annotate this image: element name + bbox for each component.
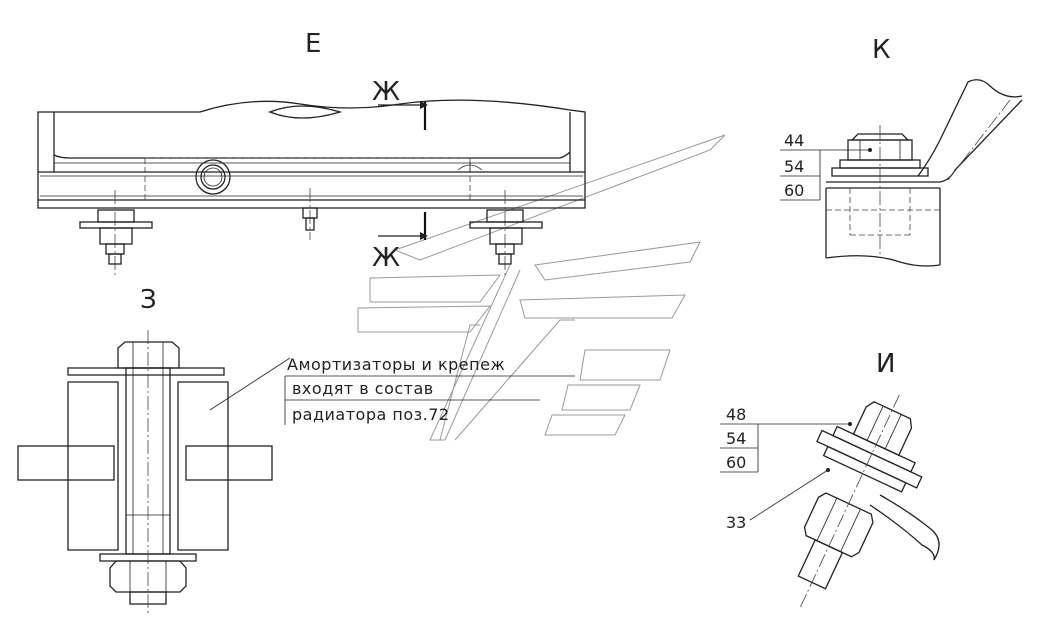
view-label-k: К xyxy=(872,35,890,65)
view-z-section xyxy=(17,330,291,615)
k-part-54: 54 xyxy=(784,157,804,176)
view-i xyxy=(720,394,940,608)
i-part-33: 33 xyxy=(726,513,746,532)
k-part-44: 44 xyxy=(784,131,804,150)
i-part-60: 60 xyxy=(726,453,746,472)
i-part-54: 54 xyxy=(726,429,746,448)
i-part-48: 48 xyxy=(726,405,746,424)
section-label-zh-bottom: Ж xyxy=(372,243,400,273)
note-block xyxy=(284,375,575,425)
view-e xyxy=(37,99,586,275)
view-k xyxy=(780,79,1023,267)
view-label-e: Е xyxy=(305,29,321,59)
view-label-i: И xyxy=(876,349,895,379)
note-line-2: входят в состав xyxy=(292,379,434,398)
section-label-zh-top: Ж xyxy=(372,77,400,107)
k-part-60: 60 xyxy=(784,181,804,200)
note-line-3: радиатора поз.72 xyxy=(292,405,450,424)
note-line-1: Амортизаторы и крепеж xyxy=(287,355,505,374)
view-label-z: З xyxy=(140,285,157,315)
